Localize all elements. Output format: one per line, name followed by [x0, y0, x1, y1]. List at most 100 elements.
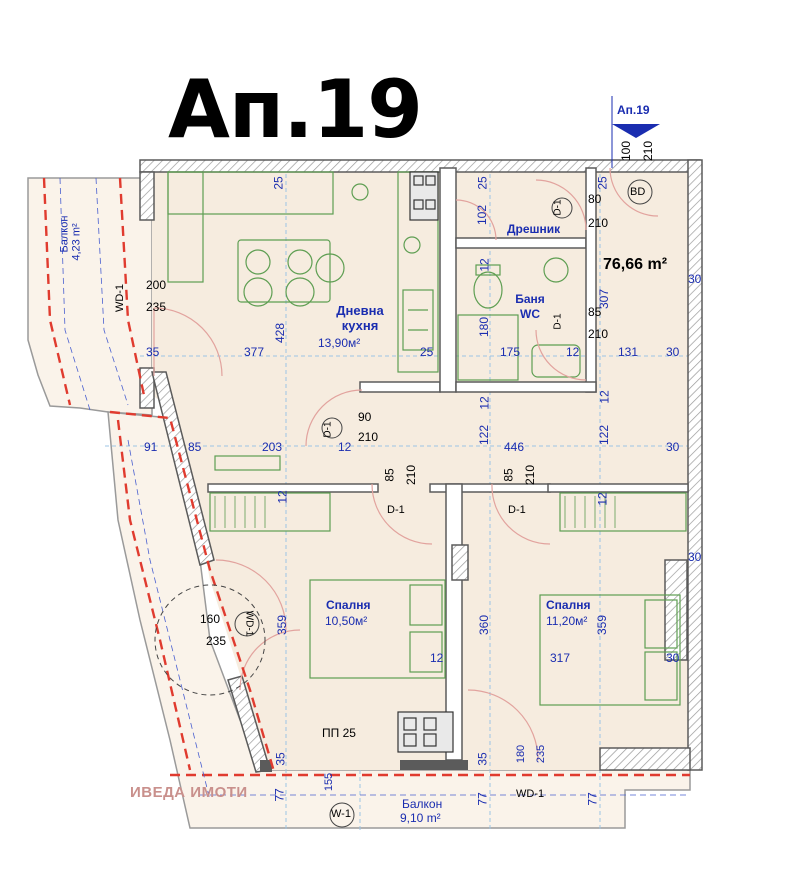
door-size-living-w: 90 — [358, 410, 372, 424]
bd-marker — [627, 179, 653, 205]
dim-h-12a: 12 — [566, 345, 580, 359]
door-size-bed1-w: 85 — [382, 468, 397, 482]
dim-h-377: 377 — [244, 345, 265, 359]
dim-h-317: 317 — [550, 651, 571, 665]
watermark: ИВЕДА ИМОТИ — [130, 784, 248, 801]
door-size-bath-w: 85 — [588, 305, 602, 319]
dim-bottom-77c: 77 — [585, 792, 600, 806]
balcony-railings — [42, 177, 690, 777]
dim-h-25: 25 — [420, 345, 434, 359]
dim-v-12a: 12 — [477, 258, 492, 272]
window-size-mid-w: 160 — [200, 612, 221, 626]
door-label-3: D-1 — [322, 421, 334, 438]
balcony-bottom-floor — [107, 411, 691, 829]
wd-label-left: WD-1 — [114, 283, 127, 313]
door-label-5: D-1 — [552, 313, 564, 330]
dim-v-122a: 122 — [477, 424, 492, 446]
dim-v-12e: 12 — [595, 492, 610, 506]
window-size-mid-h: 235 — [206, 634, 227, 648]
bedroom-stove — [397, 711, 454, 753]
balcony-bottom-name: Балкон — [402, 797, 443, 811]
dim-h-30e: 30 — [688, 550, 702, 564]
wd-marker — [234, 611, 260, 637]
room-bed1-name: Спалня — [326, 598, 371, 612]
dim-h-30b: 30 — [666, 440, 680, 454]
door-size-closet-h: 210 — [588, 216, 609, 230]
turning-circle — [154, 584, 266, 696]
dim-v-12f: 12 — [430, 651, 444, 665]
dim-h-203: 203 — [262, 440, 283, 454]
dim-v-359b: 359 — [595, 614, 610, 636]
window-size-left-h: 235 — [146, 300, 167, 314]
dim-h-85: 85 — [188, 440, 202, 454]
door-size-bath-h: 210 — [588, 327, 609, 341]
room-bed2-area: 11,20м² — [546, 614, 588, 628]
room-closet-name: Дрешник — [507, 222, 561, 236]
dim-v-307: 307 — [597, 288, 612, 310]
grid-lines — [105, 160, 690, 830]
dim-h-30c: 30 — [666, 651, 680, 665]
dim-top-3: 25 — [595, 176, 610, 190]
dim-bottom-35a: 35 — [273, 752, 288, 766]
dim-v-428: 428 — [273, 322, 288, 344]
dim-v-360: 360 — [477, 614, 492, 636]
wd-label-bottom: WD-1 — [516, 788, 545, 800]
room-bed1-area: 10,50м² — [325, 614, 368, 628]
door-size-bed2-h: 210 — [523, 464, 538, 486]
dim-h-30a: 30 — [666, 345, 680, 359]
room-living-name: Дневна кухня — [336, 303, 384, 333]
dim-v-122b: 122 — [597, 424, 612, 446]
wardrobe-hatch — [214, 496, 616, 528]
dim-v-12c: 12 — [597, 390, 612, 404]
dim-v-180: 180 — [477, 316, 492, 338]
room-living-area: 13,90м² — [318, 336, 361, 350]
section-marker — [611, 96, 660, 168]
balcony-guides — [59, 177, 690, 801]
door-arcs — [153, 167, 659, 761]
dim-h-175: 175 — [500, 345, 521, 359]
window-marker-top — [551, 197, 573, 219]
window-size-bottom-w: 155 — [323, 772, 336, 792]
stove — [409, 171, 439, 221]
door-marker-living — [321, 417, 343, 439]
door-size-bed2-w: 85 — [501, 468, 516, 482]
room-bath-name: Баня WC — [515, 292, 545, 321]
wd-label-mid: WD-1 — [243, 610, 255, 637]
dim-h-35: 35 — [146, 345, 160, 359]
dim-v-12b: 12 — [477, 396, 492, 410]
balcony-left-area: 4,23 m² — [70, 223, 83, 261]
door-label-2: D-1 — [508, 504, 526, 516]
dim-v-359a: 359 — [275, 614, 290, 636]
dim-top-5: 100 — [619, 140, 634, 162]
door-label-4: D-1 — [552, 199, 564, 216]
apartment-title: Ап.19 — [168, 63, 423, 156]
dim-top-4: 102 — [475, 204, 490, 226]
dim-v-12d: 12 — [275, 490, 290, 504]
door-label-1: D-1 — [387, 504, 405, 516]
door-size-bed1-h: 210 — [404, 464, 419, 486]
beds — [309, 579, 681, 706]
dim-h-131: 131 — [618, 345, 639, 359]
bath-fixtures — [457, 257, 581, 381]
pp-label: ПП 25 — [322, 726, 356, 740]
w-marker — [329, 802, 355, 828]
dim-bottom-35b: 35 — [475, 752, 490, 766]
dim-h-91: 91 — [144, 440, 158, 454]
apartment-floor — [152, 168, 690, 770]
dim-top-1: 25 — [271, 176, 286, 190]
w-label: W-1 — [331, 808, 351, 820]
door-size-closet-w: 80 — [588, 192, 602, 206]
total-area: 76,66 m² — [603, 256, 668, 273]
window-size-left-w: 200 — [146, 278, 167, 292]
dim-h-446: 446 — [504, 440, 525, 454]
dim-top-2: 25 — [475, 176, 490, 190]
door-size-bottom-h: 235 — [535, 744, 548, 764]
dim-bottom-77a: 77 — [272, 788, 287, 802]
dim-bottom-77b: 77 — [475, 792, 490, 806]
dim-h-30d: 30 — [688, 272, 702, 286]
door-size-living-h: 210 — [358, 430, 379, 444]
room-bed2-name: Спалня — [546, 598, 591, 612]
balcony-bottom-area: 9,10 m² — [400, 811, 441, 825]
